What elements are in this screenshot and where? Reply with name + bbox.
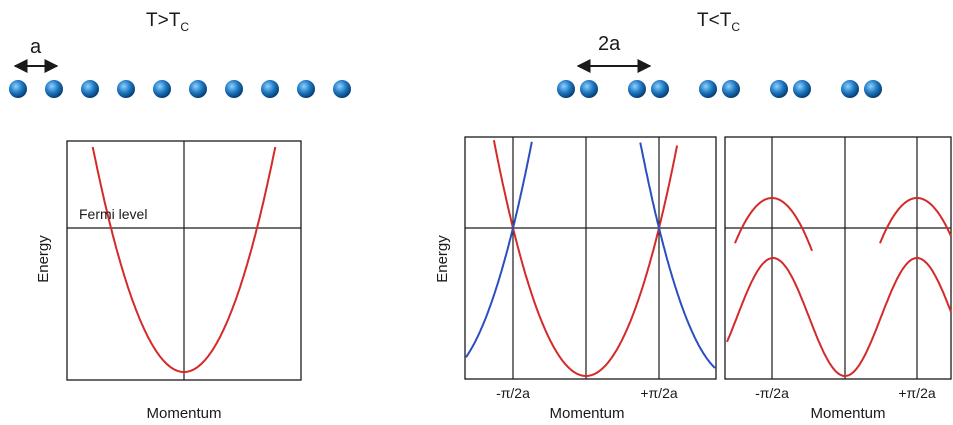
atom: [9, 80, 27, 98]
middle-tick-pos: +π/2a: [640, 385, 678, 401]
atom: [225, 80, 243, 98]
left-title-sub: C: [180, 20, 189, 34]
left-spacing-label: a: [30, 36, 42, 58]
right-title: T<TC: [697, 10, 740, 34]
right-band-plot: -π/2a +π/2a Momentum: [724, 136, 952, 422]
right-upper-band-curve-2: [879, 197, 952, 244]
right-plot-frame: [724, 136, 952, 380]
atom: [841, 80, 859, 98]
right-lower-band-curve: [726, 257, 952, 377]
left-x-axis-label: Momentum: [146, 405, 221, 422]
atom: [261, 80, 279, 98]
atom: [81, 80, 99, 98]
atom: [333, 80, 351, 98]
right-title-sub: C: [731, 20, 740, 34]
right-tick-neg: -π/2a: [755, 385, 789, 401]
atom: [153, 80, 171, 98]
left-atom-chain: [9, 80, 351, 98]
middle-x-axis-label: Momentum: [549, 405, 624, 422]
atom: [628, 80, 646, 98]
fermi-level-label: Fermi level: [79, 206, 147, 222]
left-title: T>TC: [146, 10, 189, 34]
left-y-axis-label: Energy: [35, 235, 52, 283]
atom: [45, 80, 63, 98]
right-x-axis-label: Momentum: [810, 405, 885, 422]
left-band-plot: Fermi level Energy Momentum: [35, 140, 302, 422]
right-spacing-label: 2a: [598, 33, 621, 55]
folded-band-left-curve: [465, 141, 533, 358]
atom: [580, 80, 598, 98]
middle-band-curve: [492, 140, 679, 377]
left-band-curve: [91, 146, 277, 373]
atom: [557, 80, 575, 98]
atom: [699, 80, 717, 98]
atom: [770, 80, 788, 98]
right-tick-pos: +π/2a: [898, 385, 936, 401]
right-upper-band-curve: [734, 197, 813, 252]
middle-y-axis-label: Energy: [434, 235, 451, 283]
middle-plot-frame: [464, 136, 717, 380]
atom: [297, 80, 315, 98]
middle-tick-neg: -π/2a: [496, 385, 530, 401]
right-atom-chain: [557, 80, 882, 98]
middle-band-plot: Energy -π/2a +π/2a Momentum: [434, 136, 717, 422]
atom: [722, 80, 740, 98]
atom: [189, 80, 207, 98]
atom: [651, 80, 669, 98]
atom: [117, 80, 135, 98]
atom: [864, 80, 882, 98]
atom: [793, 80, 811, 98]
folded-band-right-curve: [639, 142, 716, 369]
right-title-main: T<T: [697, 10, 732, 31]
left-title-main: T>T: [146, 10, 181, 31]
